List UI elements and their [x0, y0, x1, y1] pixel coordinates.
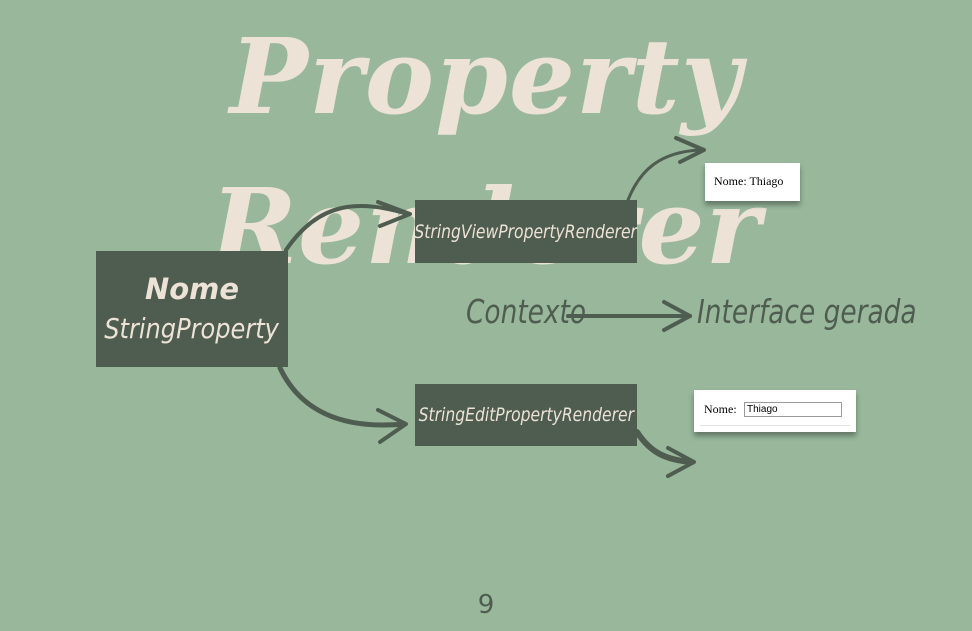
arrow-to-view-renderer	[284, 204, 410, 252]
edit-output-preview: Nome: Thiago	[694, 390, 856, 432]
view-renderer-label: StringViewPropertyRenderer	[414, 220, 638, 243]
edit-output-label: Nome:	[704, 402, 737, 416]
legend-generated-interface: Interface gerada	[697, 292, 917, 331]
property-name: Nome	[144, 272, 240, 306]
edit-renderer-label: StringEditPropertyRenderer	[418, 404, 634, 426]
edit-output-divider	[700, 425, 850, 426]
arrowhead-to-view-renderer	[376, 200, 412, 228]
edit-output-text-field[interactable]: Thiago	[744, 402, 842, 417]
property-type: StringProperty	[104, 312, 280, 345]
arrow-to-edit-renderer	[277, 365, 408, 428]
arrowhead-to-view-output	[674, 136, 706, 164]
arrowhead-context-to-interface	[662, 300, 692, 332]
arrow-to-view-output	[626, 148, 702, 202]
page-number: 9	[477, 590, 495, 620]
edit-renderer-box: StringEditPropertyRenderer	[415, 384, 637, 446]
legend-context: Contexto	[466, 292, 587, 331]
source-property-box: Nome StringProperty	[96, 251, 288, 367]
view-output-text: Nome: Thiago	[714, 174, 784, 188]
view-renderer-box: StringViewPropertyRenderer	[415, 200, 637, 263]
arrowhead-to-edit-output	[666, 446, 696, 478]
arrow-to-edit-output	[634, 429, 695, 465]
arrowhead-to-edit-renderer	[376, 408, 408, 444]
view-output-preview: Nome: Thiago	[705, 163, 800, 201]
